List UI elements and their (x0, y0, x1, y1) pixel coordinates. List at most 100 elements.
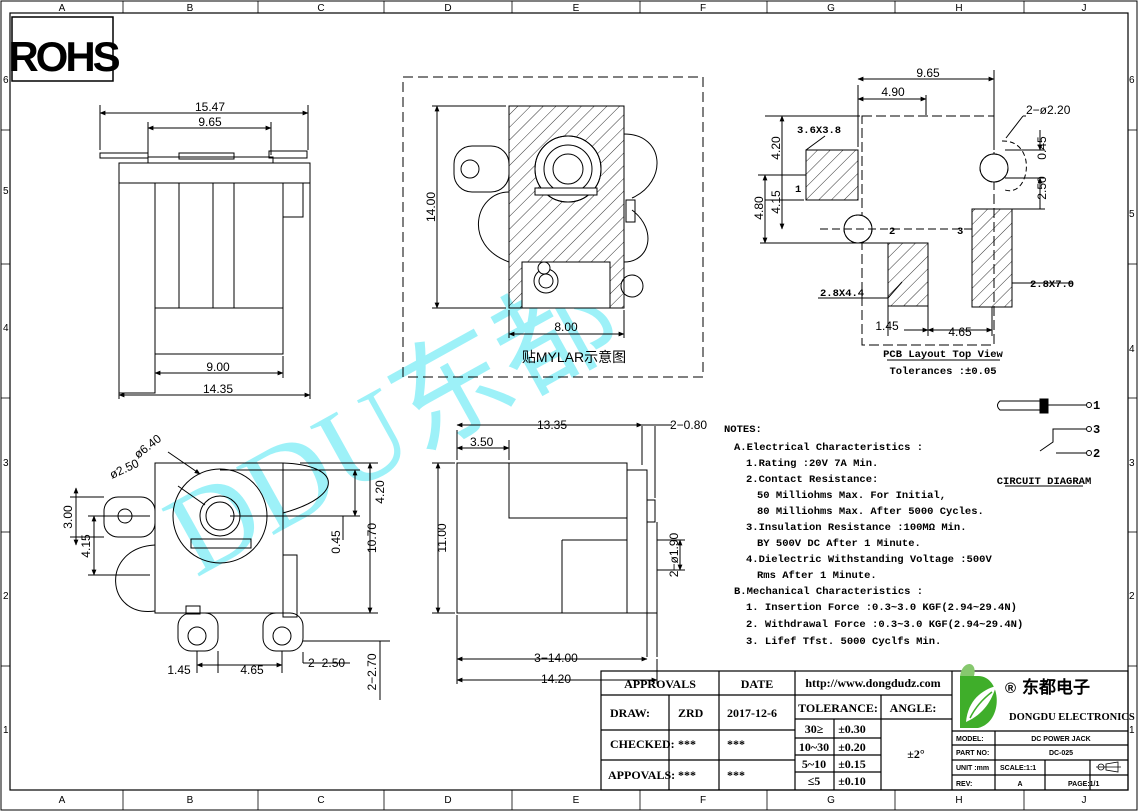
profile-dim-11-00: 11.00 (435, 523, 449, 552)
front-view (70, 451, 390, 700)
tb-company-cn: 东都电子 (1022, 677, 1090, 697)
tb-draw-name: ZRD (678, 706, 704, 720)
grid-col-a-bottom: A (59, 795, 66, 806)
pcb-dim-4-80: 4.80 (752, 196, 766, 220)
grid-col-f-bottom: F (700, 795, 706, 806)
mylar-view (402, 76, 704, 378)
tb-model-label: MODEL: (956, 736, 984, 743)
grid-row-1-left: 1 (3, 725, 9, 736)
profile-dim-2-0-80: 2−0.80 (670, 418, 707, 432)
grid-col-c-top: C (317, 3, 324, 14)
grid-col-j-top: J (1082, 3, 1087, 14)
grid-row-2-right: 2 (1129, 591, 1135, 602)
notes-line: B.Mechanical Characteristics : (734, 586, 923, 598)
tb-angle-label: ANGLE: (890, 701, 937, 715)
tb-appovals-label: APPOVALS: (608, 768, 675, 782)
grid-row-3-right: 3 (1129, 458, 1135, 469)
tb-checked-name: *** (678, 737, 696, 751)
notes-line: A.Electrical Characteristics : (734, 442, 923, 454)
side-dim-9-00: 9.00 (206, 360, 230, 374)
tb-page-label: PAGE:1/1 (1068, 781, 1099, 788)
tb-appovals-name: *** (678, 768, 696, 782)
pcb-dim-holes: 2−ø2.20 (1026, 103, 1071, 117)
front-dim-10-70: 10.70 (365, 523, 379, 553)
tb-website: http://www.dongdudz.com (805, 676, 940, 690)
front-dim-4-20: 4.20 (373, 480, 387, 504)
grid-row-6-left: 6 (3, 75, 9, 86)
pcb-dim-4-15: 4.15 (769, 190, 783, 214)
notes-line: 80 Milliohms Max. After 5000 Cycles. (757, 506, 984, 518)
tb-tol-value: ±0.15 (838, 757, 866, 771)
circuit-pin3: 3 (1093, 423, 1100, 437)
grid-row-3-left: 3 (3, 458, 9, 469)
pcb-pad1-size: 3.6X3.8 (797, 125, 841, 137)
projection-symbol-icon (1096, 761, 1121, 773)
tb-checked-date: *** (727, 737, 745, 751)
front-dim-1-45: 1.45 (167, 663, 191, 677)
tb-tol-range: 30≥ (805, 722, 824, 736)
tb-angle-value: ±2° (907, 747, 925, 761)
front-dim-4-15: 4.15 (79, 534, 93, 558)
pcb-dim-4-90: 4.90 (881, 85, 905, 99)
side-dim-14-35: 14.35 (203, 382, 233, 396)
grid-col-h-top: H (955, 3, 962, 14)
tb-tol-value: ±0.20 (838, 740, 866, 754)
grid-col-b-top: B (187, 3, 194, 14)
pcb-dim-2-50: 2.50 (1035, 176, 1049, 200)
front-dim-3-00: 3.00 (61, 505, 75, 529)
grid-col-g-top: G (827, 3, 835, 14)
grid-col-a-top: A (59, 3, 66, 14)
circuit-pin1: 1 (1093, 399, 1100, 413)
front-dia-2-50: ø2.50 (107, 456, 141, 482)
grid-col-b-bottom: B (187, 795, 194, 806)
profile-dim-3-14-00: 3−14.00 (534, 651, 578, 665)
circuit-pin2: 2 (1093, 447, 1100, 461)
notes-line: 1.Rating :20V 7A Min. (746, 458, 878, 470)
grid-col-f-top: F (700, 3, 706, 14)
grid-col-j-bottom: J (1082, 795, 1087, 806)
tb-rev-label: REV: (956, 781, 972, 788)
tb-model-value: DC POWER JACK (1031, 736, 1091, 743)
grid-col-d-bottom: D (444, 795, 451, 806)
profile-dim-13-35: 13.35 (537, 418, 567, 432)
notes-heading: NOTES: (724, 424, 762, 436)
grid-row-2-left: 2 (3, 591, 9, 602)
front-dia-6-40: ø6.40 (131, 431, 164, 461)
pcb-dim-0-45: 0.45 (1035, 136, 1049, 160)
front-dim-2-2-70: 2−2.70 (365, 653, 379, 690)
notes-line: 4.Dielectric Withstanding Voltage :500V (746, 554, 992, 566)
title-block-text: APPROVALS DATE http://www.dongdudz.com D… (608, 664, 1135, 788)
side-view (99, 105, 311, 399)
tb-tolerance-label: TOLERANCE: (798, 701, 878, 715)
notes-line: Rms After 1 Minute. (757, 570, 877, 582)
tb-date: DATE (741, 677, 773, 691)
circuit-diagram (997, 398, 1092, 487)
pcb-pad3-label: 3 (957, 226, 963, 238)
pcb-pad3-size: 2.8X7.0 (1030, 279, 1074, 291)
profile-dim-3-50: 3.50 (470, 435, 494, 449)
pcb-pad1-label: 1 (795, 184, 801, 196)
grid-row-5-left: 5 (3, 186, 9, 197)
mylar-caption: 贴MYLAR示意图 (522, 349, 626, 365)
front-dim-4-65: 4.65 (240, 663, 264, 677)
pcb-pad2-size: 2.8X4.4 (820, 288, 864, 300)
notes-line: 3.Insulation Resistance :100MΩ Min. (746, 522, 967, 534)
side-dim-9-65: 9.65 (198, 115, 222, 129)
grid-col-g-bottom: G (827, 795, 835, 806)
title-block (600, 670, 1129, 791)
tb-tol-value: ±0.30 (838, 722, 866, 736)
tb-tol-value: ±0.10 (838, 774, 866, 788)
tb-approvals: APPROVALS (624, 677, 696, 691)
grid-row-5-right: 5 (1129, 209, 1135, 220)
tb-rev-value: A (1017, 781, 1022, 788)
grid-row-4-left: 4 (3, 323, 9, 334)
tb-draw-label: DRAW: (610, 706, 650, 720)
grid-row-1-right: 1 (1129, 725, 1135, 736)
notes-line: 1. Insertion Force :0.3~3.0 KGF(2.94~29.… (746, 602, 1017, 614)
notes-line: 2.Contact Resistance: (746, 474, 878, 486)
profile-dim-2-1-90: 2−ø1.90 (667, 532, 681, 577)
grid-row-4-right: 4 (1129, 344, 1135, 355)
